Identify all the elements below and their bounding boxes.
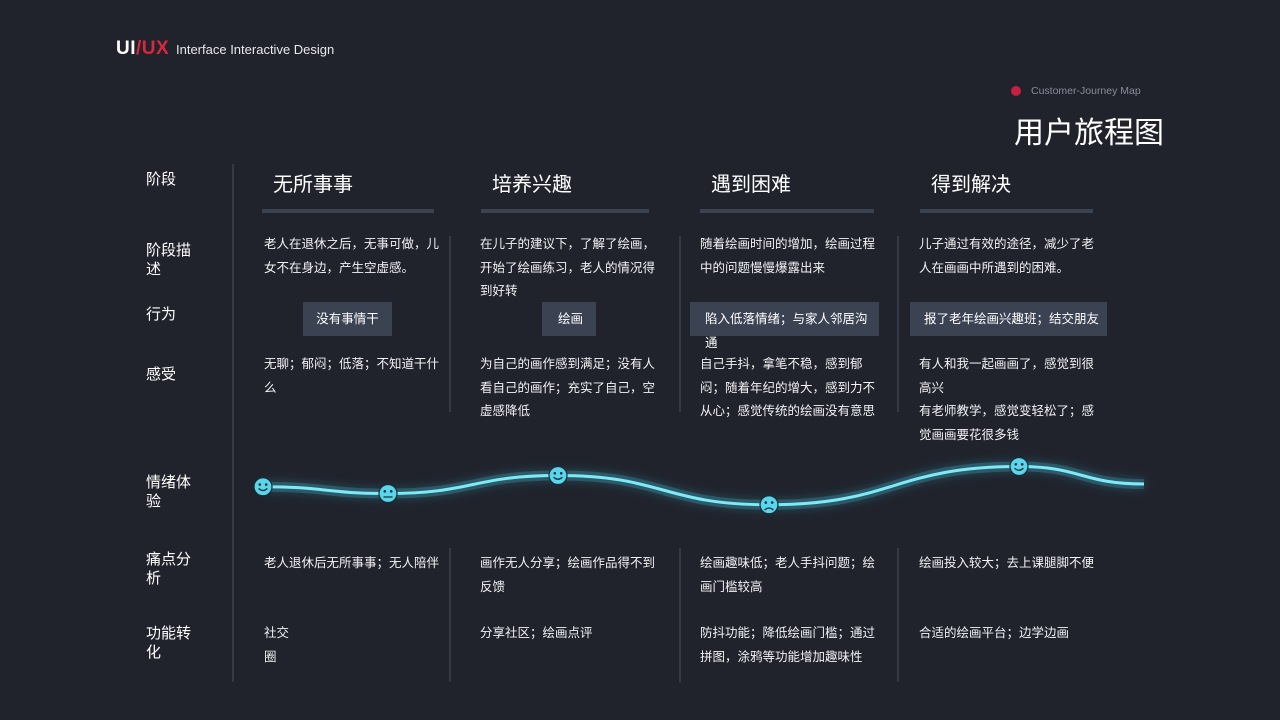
red-dot-icon — [1011, 86, 1021, 96]
stage-desc: 随着绘画时间的增加，绘画过程中的问题慢慢爆露出来 — [700, 236, 876, 275]
logo-ux-text: UX — [141, 38, 170, 59]
function-text: 合适的绘画平台；边学边画 — [919, 625, 1070, 640]
column-divider-3 — [897, 236, 899, 412]
page-title: 用户旅程图 — [1014, 116, 1164, 151]
smile-face-icon — [548, 465, 568, 486]
pain-text: 绘画趣味低；老人手抖问题；绘画门槛较高 — [700, 555, 876, 594]
header-subtitle: Interface Interactive Design — [176, 42, 335, 57]
function-text: 防抖功能；降低绘画门槛；通过拼图，涂鸦等功能增加趣味性 — [700, 625, 876, 664]
brand-logo: UI/UX — [116, 38, 169, 60]
feeling-text: 有人和我一起画画了，感觉到很高兴 有老师教学，感觉变轻松了；感觉画画要花很多钱 — [919, 356, 1095, 442]
behavior-tag: 陷入低落情绪；与家人邻居沟通 — [690, 302, 879, 350]
row-label-desc: 阶段描述 — [146, 241, 192, 278]
row-label-emotion: 情绪体验 — [146, 473, 192, 510]
function-text: 社交圈 — [264, 625, 290, 664]
logo-ui-text: UI — [116, 38, 136, 59]
row-label-stage: 阶段 — [146, 170, 177, 188]
stage-underline — [262, 209, 434, 213]
stage-desc: 老人在退休之后，无事可做，儿女不在身边，产生空虚感。 — [264, 236, 440, 275]
smile-face-icon — [253, 477, 273, 497]
stage-title: 无所事事 — [273, 172, 353, 196]
pain-text: 画作无人分享；绘画作品得不到反馈 — [480, 555, 656, 594]
feeling-text: 自己手抖，拿笔不稳，感到郁闷；随着年纪的增大，感到力不从心；感觉传统的绘画没有意… — [700, 356, 876, 418]
pain-text: 老人退休后无所事事；无人陪伴 — [264, 555, 440, 570]
row-label-pain: 痛点分析 — [146, 550, 192, 587]
stage-title: 培养兴趣 — [492, 172, 572, 196]
row-label-feeling: 感受 — [146, 365, 177, 383]
sad-face-icon — [759, 495, 779, 515]
stage-underline — [481, 209, 649, 213]
function-text: 分享社区；绘画点评 — [480, 625, 593, 640]
column-divider-6 — [897, 548, 899, 682]
neutral-face-icon — [378, 483, 398, 504]
row-label-behavior: 行为 — [146, 305, 177, 323]
stage-desc: 儿子通过有效的途径，减少了老人在画画中所遇到的困难。 — [919, 236, 1095, 275]
pain-text: 绘画投入较大；去上课腿脚不便 — [919, 555, 1095, 570]
stage-desc: 在儿子的建议下，了解了绘画，开始了绘画练习，老人的情况得到好转 — [480, 236, 656, 298]
behavior-tag: 报了老年绘画兴趣班；结交朋友 — [910, 302, 1107, 336]
stage-underline — [700, 209, 874, 213]
stage-underline — [920, 209, 1093, 213]
column-divider-4 — [449, 548, 451, 682]
feeling-text: 无聊；郁闷；低落；不知道干什么 — [264, 356, 440, 395]
column-divider-1 — [449, 236, 451, 412]
column-divider-5 — [679, 548, 681, 682]
stage-title: 得到解决 — [931, 172, 1011, 196]
smile-face-icon — [1009, 456, 1029, 477]
behavior-tag: 绘画 — [542, 302, 596, 336]
row-label-function: 功能转化 — [146, 624, 192, 661]
map-label-en: Customer-Journey Map — [1031, 85, 1141, 97]
column-divider-2 — [679, 236, 681, 412]
logo-slash: / — [136, 38, 142, 59]
behavior-tag: 没有事情干 — [303, 302, 392, 336]
row-label-divider — [232, 164, 234, 682]
stage-title: 遇到困难 — [711, 172, 791, 196]
feeling-text: 为自己的画作感到满足；没有人看自己的画作；充实了自己，空虚感降低 — [480, 356, 656, 418]
